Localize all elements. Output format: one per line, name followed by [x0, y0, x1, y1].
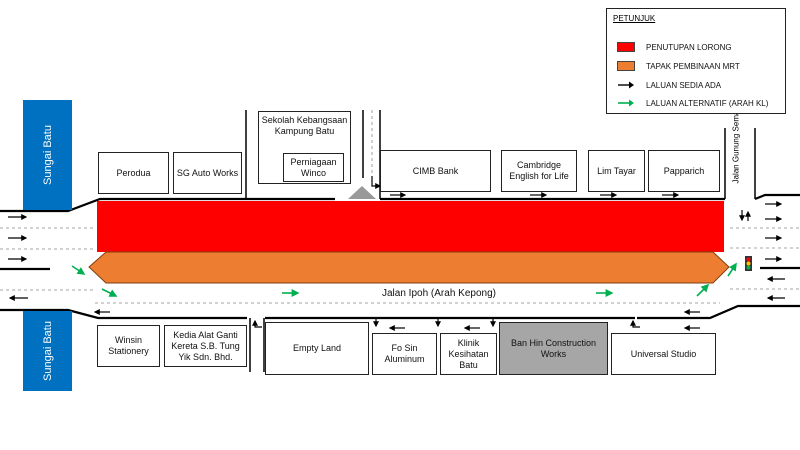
- river-south-label: Sungai Batu: [41, 321, 54, 381]
- existing-arrow-turn: [252, 319, 262, 328]
- building-winsin: Winsin Stationery: [97, 325, 160, 367]
- river-north: Sungai Batu: [23, 100, 72, 210]
- building-sg-auto: SG Auto Works: [173, 152, 242, 194]
- existing-arrow-turn: [371, 176, 382, 189]
- building-label: Fo Sin Aluminum: [384, 343, 425, 364]
- traffic-island: [348, 186, 376, 199]
- legend-label: PENUTUPAN LORONG: [646, 42, 732, 52]
- mrt-construction-site: [88, 251, 730, 284]
- alternative-route-arrows: [71, 262, 737, 297]
- legend-swatch-closure: [617, 42, 635, 52]
- building-label: SG Auto Works: [176, 167, 239, 178]
- map-legend: PETUNJUK PENUTUPAN LORONG TAPAK PEMBINAA…: [606, 8, 786, 114]
- existing-route-arrows: [8, 176, 785, 331]
- building-fo-sin: Fo Sin Aluminum: [372, 333, 437, 375]
- building-universal: Universal Studio: [611, 333, 716, 375]
- legend-label: LALUAN ALTERNATIF (ARAH KL): [646, 98, 769, 108]
- building-label: Empty Land: [292, 343, 342, 353]
- existing-arrow-turn: [630, 319, 640, 328]
- building-cimb: CIMB Bank: [380, 150, 491, 192]
- legend-label: LALUAN SEDIA ADA: [646, 80, 722, 90]
- building-label: Klinik Kesihatan Batu: [448, 337, 489, 370]
- alternative-arrow: [727, 262, 737, 277]
- lane-closure-zone: [97, 201, 724, 252]
- river-south: Sungai Batu: [23, 311, 72, 391]
- legend-title: PETUNJUK: [613, 14, 656, 23]
- building-empty-land: Empty Land: [265, 322, 369, 375]
- building-label: Lim Tayar: [597, 165, 636, 176]
- traffic-light-red: [746, 257, 751, 262]
- legend-item-closure: PENUTUPAN LORONG: [617, 41, 732, 53]
- river-north-label: Sungai Batu: [41, 125, 54, 185]
- legend-arrow-black-icon: [618, 81, 634, 89]
- building-papparich: Papparich: [648, 150, 720, 192]
- building-label: Ban Hin Construction Works: [510, 337, 597, 359]
- alternative-arrow: [696, 283, 710, 297]
- building-label: Universal Studio: [630, 348, 697, 359]
- legend-item-alternative: LALUAN ALTERNATIF (ARAH KL): [617, 97, 768, 109]
- building-lim-tayar: Lim Tayar: [588, 150, 645, 192]
- building-perodua: Perodua: [98, 152, 169, 194]
- alternative-arrow: [101, 288, 118, 297]
- alternative-arrow: [71, 265, 86, 275]
- building-label: CIMB Bank: [412, 165, 459, 176]
- building-klinik: Klinik Kesihatan Batu: [440, 333, 497, 375]
- traffic-light-amber: [746, 261, 751, 266]
- road-name-label: Jalan Ipoh (Arah Kepong): [382, 288, 496, 299]
- building-label: Sekolah Kebangsaan Kampung Batu: [261, 115, 348, 136]
- building-cambridge: Cambridge English for Life: [501, 150, 577, 192]
- legend-item-existing: LALUAN SEDIA ADA: [617, 79, 721, 91]
- building-label: Kedia Alat Ganti Kereta S.B. Tung Yik Sd…: [171, 329, 240, 362]
- building-label: Cambridge English for Life: [509, 160, 569, 181]
- side-road-label: Jalan Gunung Semanggol: [731, 90, 741, 184]
- building-kedia: Kedia Alat Ganti Kereta S.B. Tung Yik Sd…: [164, 325, 247, 367]
- traffic-light: [745, 256, 752, 271]
- building-label: Winsin Stationery: [108, 335, 149, 356]
- north-edge-left: [0, 197, 335, 213]
- legend-label: TAPAK PEMBINAAN MRT: [646, 61, 740, 71]
- building-label: Papparich: [663, 165, 705, 176]
- north-edge-right: [754, 193, 800, 201]
- building-label: Perodua: [116, 167, 151, 178]
- south-edge-left: [0, 308, 247, 320]
- south-edge-right: [637, 304, 800, 320]
- legend-swatch-mrt: [617, 61, 635, 71]
- building-label: Perniagaan Winco: [290, 156, 337, 178]
- legend-arrow-green-icon: [618, 99, 634, 107]
- lane-markings: [0, 227, 800, 304]
- traffic-light-green: [746, 265, 751, 270]
- legend-item-mrt: TAPAK PEMBINAAN MRT: [617, 60, 740, 72]
- building-ban-hin: Ban Hin Construction Works: [499, 322, 608, 375]
- building-winco: Perniagaan Winco: [283, 153, 344, 182]
- road-edges: [0, 193, 800, 320]
